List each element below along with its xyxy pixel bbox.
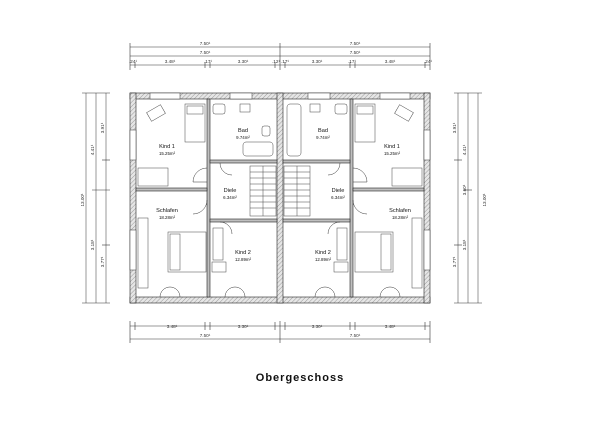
dim-seg: 3.30¹ bbox=[312, 59, 323, 64]
dim-left: 3.77¹ bbox=[100, 256, 105, 267]
room-name-bad-left: Bad bbox=[238, 128, 248, 134]
dim-sub-top-left: 7.50¹ bbox=[200, 50, 211, 55]
room-area-bad-right: 9.74m² bbox=[316, 135, 330, 140]
room-name-kind1-right: Kind 1 bbox=[384, 144, 400, 150]
room-name-kind1-left: Kind 1 bbox=[159, 144, 175, 150]
dim-seg-bottom: 3.30¹ bbox=[238, 324, 249, 329]
room-area-kind2-left: 12.89m² bbox=[235, 257, 252, 262]
dim-seg: 3.30¹ bbox=[238, 59, 249, 64]
room-area-kind1-left: 15.25m² bbox=[159, 151, 176, 156]
dim-right: 3.91¹ bbox=[452, 122, 457, 133]
windows bbox=[129, 92, 431, 271]
dim-right: 4.41¹ bbox=[462, 144, 467, 155]
room-labels: Kind 1 15.25m² Bad 9.74m² Bad 9.74m² Kin… bbox=[156, 128, 411, 262]
dim-right: 3.18¹ bbox=[462, 239, 467, 250]
dim-seg-bottom: 3.30¹ bbox=[312, 324, 323, 329]
room-area-kind1-right: 15.25m² bbox=[384, 151, 401, 156]
building-walls bbox=[129, 92, 431, 304]
room-area-diele-left: 6.34m² bbox=[223, 195, 237, 200]
right-dimensions: 3.91¹ 4.41¹ 3.60¹ 13.00¹ 3.18¹ 3.77¹ bbox=[452, 92, 487, 304]
dim-seg: .17¹ bbox=[348, 59, 356, 64]
room-area-kind2-right: 12.89m² bbox=[315, 257, 332, 262]
dim-total-bottom-left: 7.50¹ bbox=[200, 333, 211, 338]
room-name-kind2-right: Kind 2 bbox=[315, 250, 331, 256]
dim-seg: 3.48¹ bbox=[385, 59, 396, 64]
stairs-left bbox=[249, 165, 277, 217]
room-name-bad-right: Bad bbox=[318, 128, 328, 134]
room-name-kind2-left: Kind 2 bbox=[235, 250, 251, 256]
dim-left: 3.18¹ bbox=[90, 239, 95, 250]
top-dimensions: 7.50¹ 7.50¹ 7.50¹ 7.50¹ .24¹ 3.48¹ .17¹ … bbox=[129, 41, 432, 70]
room-name-schlafen-right: Schlafen bbox=[389, 208, 411, 214]
dim-right: 3.77¹ bbox=[452, 256, 457, 267]
left-dimensions: 3.91¹ 4.41¹ 13.00¹ 3.18¹ 3.77¹ bbox=[80, 92, 110, 304]
dim-left: 3.91¹ bbox=[100, 122, 105, 133]
dim-left: 13.00¹ bbox=[80, 193, 85, 206]
room-area-diele-right: 6.34m² bbox=[331, 195, 345, 200]
furniture bbox=[137, 103, 423, 289]
dim-seg-bottom: 3.48¹ bbox=[385, 324, 396, 329]
dim-right: 3.60¹ bbox=[462, 184, 467, 195]
bottom-dimensions: 3.48¹ 3.30¹ 3.30¹ 3.48¹ 7.50¹ 7.50¹ bbox=[129, 321, 431, 343]
dim-seg: .12¹ bbox=[272, 59, 280, 64]
floor-title: Obergeschoss bbox=[255, 372, 345, 384]
room-area-bad-left: 9.74m² bbox=[236, 135, 250, 140]
room-name-diele-right: Diele bbox=[332, 188, 345, 194]
dim-right: 13.00¹ bbox=[482, 193, 487, 206]
stairs-right bbox=[283, 165, 311, 217]
dim-seg-bottom: 3.48¹ bbox=[167, 324, 178, 329]
dim-seg: 3.48¹ bbox=[165, 59, 176, 64]
dim-total-top-left: 7.50¹ bbox=[200, 41, 211, 46]
dim-seg: .17¹ bbox=[281, 59, 289, 64]
dim-seg: .24¹ bbox=[129, 59, 137, 64]
dim-seg: .17¹ bbox=[204, 59, 212, 64]
dim-total-bottom-right: 7.50¹ bbox=[350, 333, 361, 338]
doors bbox=[159, 162, 401, 298]
room-name-schlafen-left: Schlafen bbox=[156, 208, 178, 214]
dim-total-top-right: 7.50¹ bbox=[350, 41, 361, 46]
dim-left: 4.41¹ bbox=[90, 144, 95, 155]
dim-sub-top-right: 7.50¹ bbox=[350, 50, 361, 55]
room-name-diele-left: Diele bbox=[224, 188, 237, 194]
room-area-schlafen-right: 18.28m² bbox=[392, 215, 409, 220]
room-area-schlafen-left: 18.28m² bbox=[159, 215, 176, 220]
dim-seg: .24¹ bbox=[424, 59, 432, 64]
